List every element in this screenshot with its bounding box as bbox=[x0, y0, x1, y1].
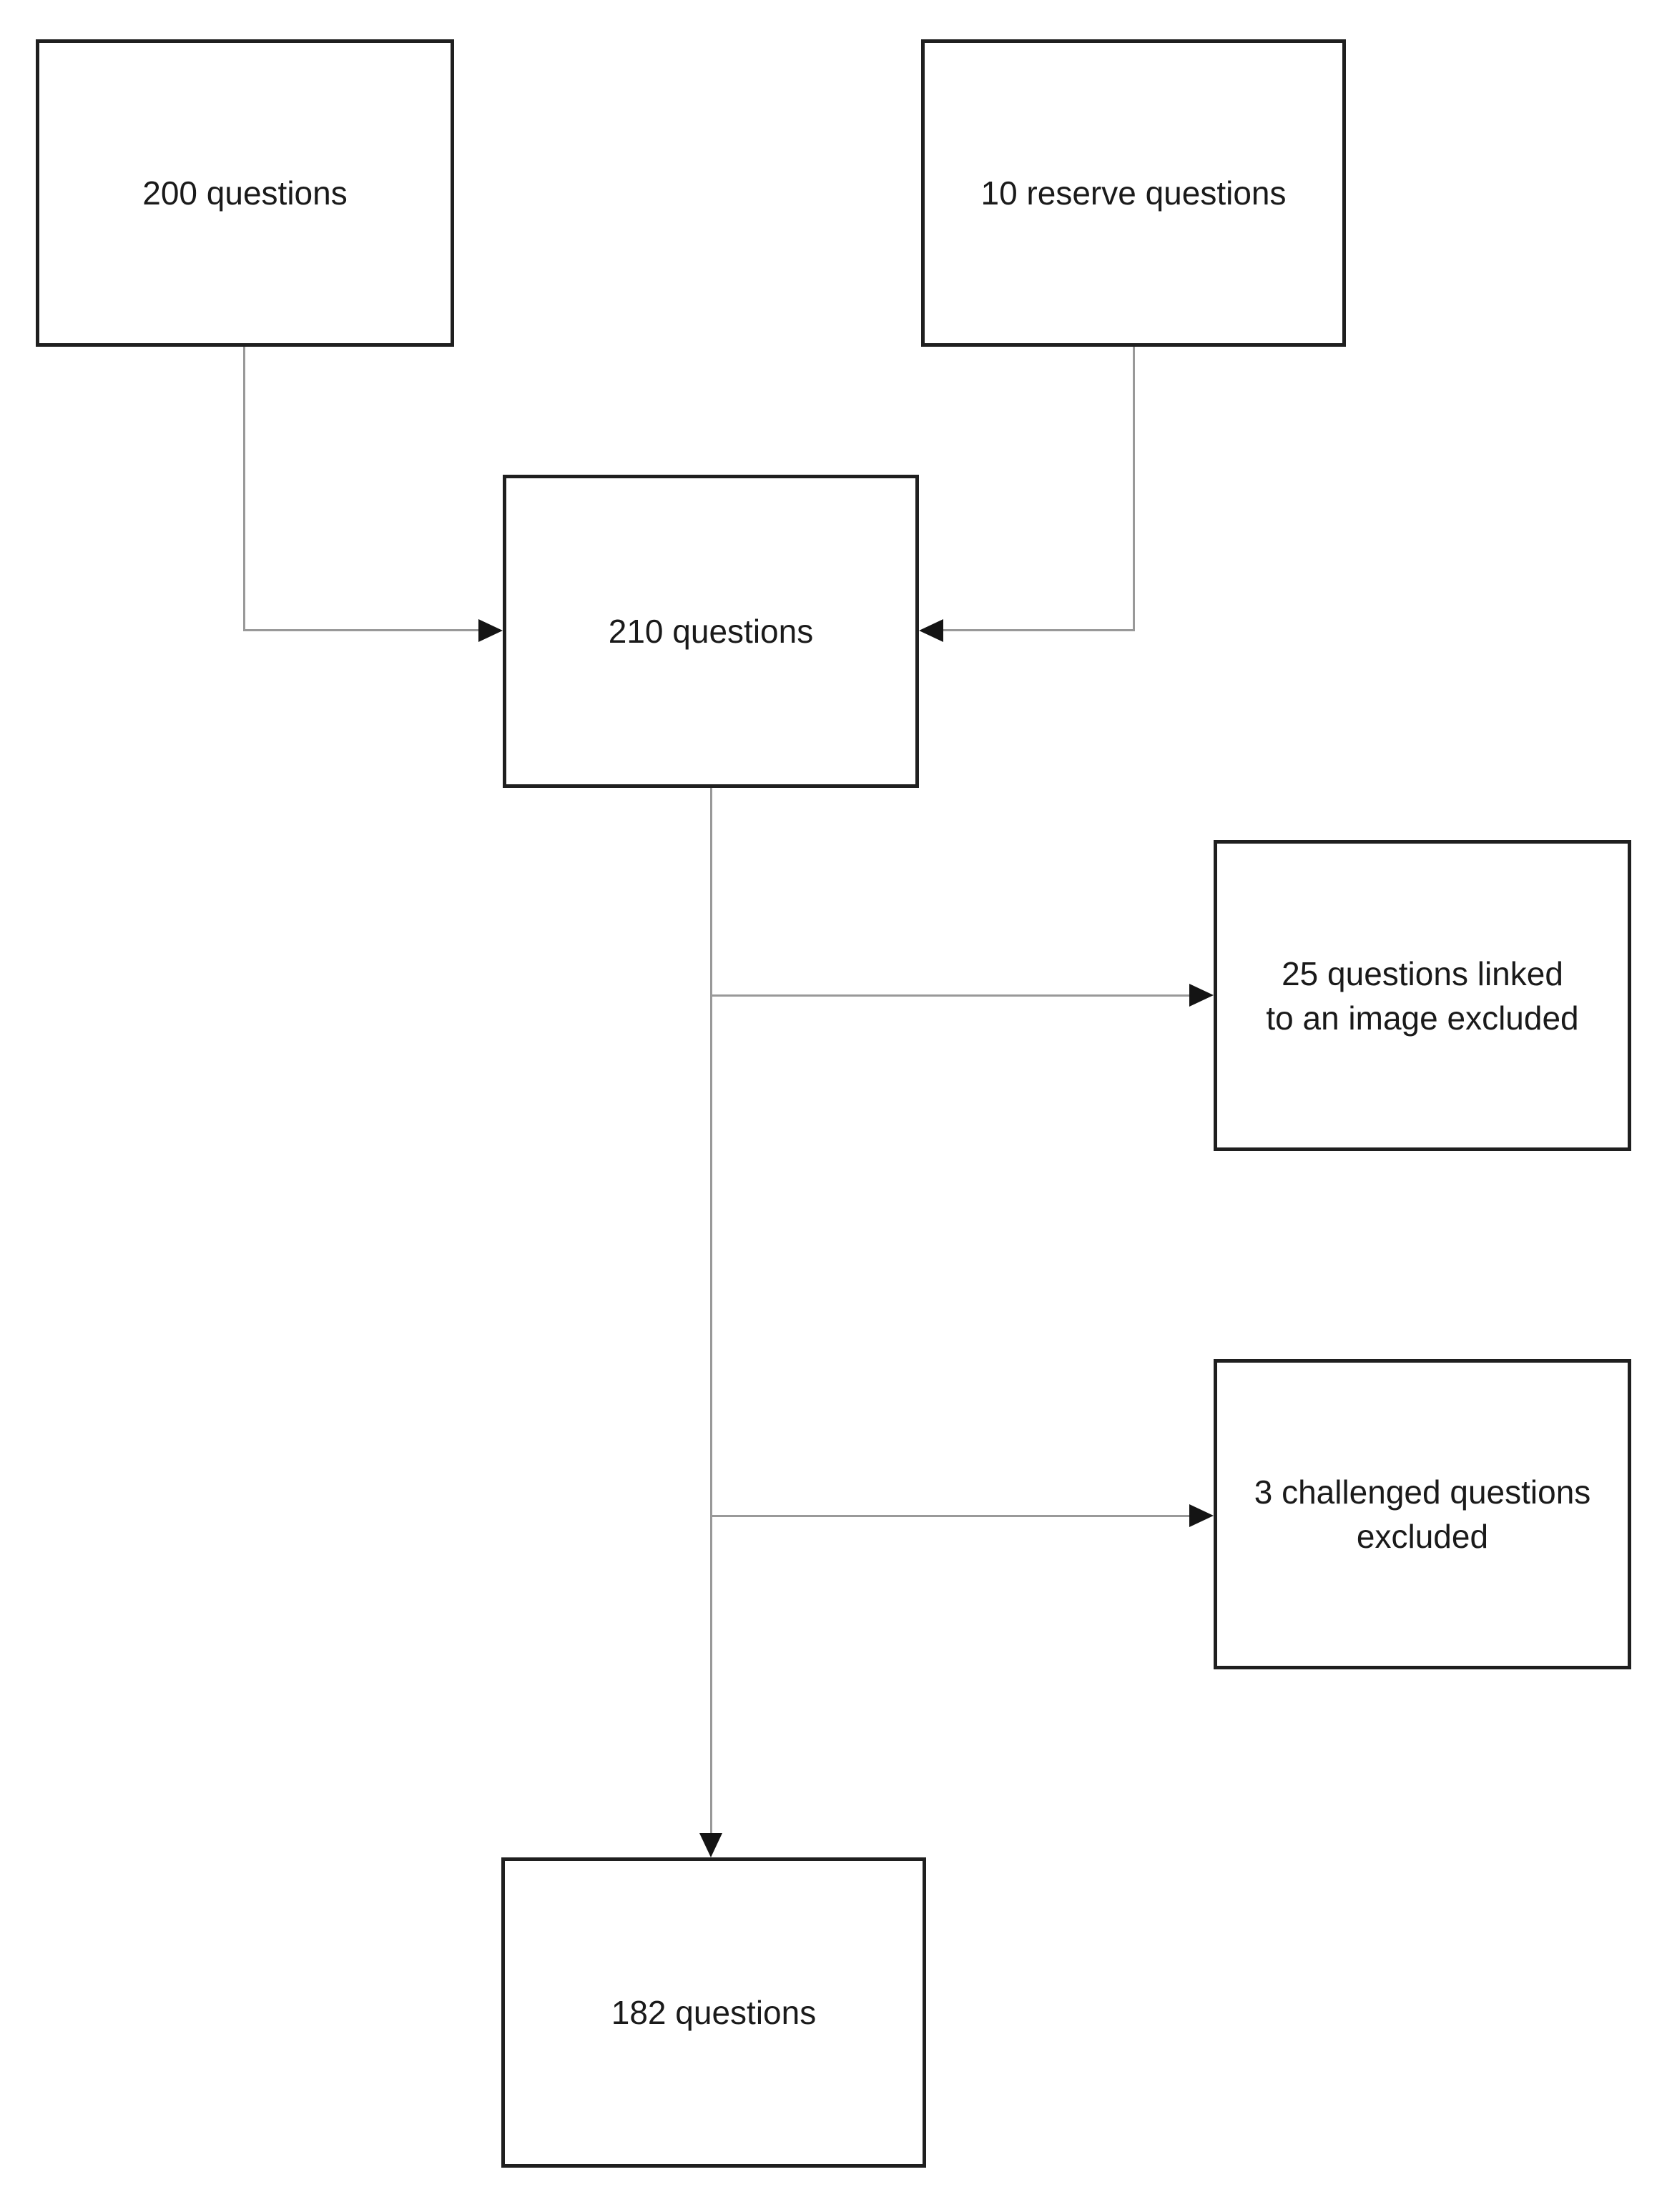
connector-210-to-182-trunk bbox=[710, 788, 712, 1835]
node-label-line: 25 questions linked bbox=[1282, 954, 1563, 992]
arrowhead-down-icon bbox=[699, 1833, 722, 1857]
node-label: 210 questions bbox=[608, 613, 814, 650]
node-label-line: to an image excluded bbox=[1266, 999, 1579, 1037]
arrowhead-right-icon bbox=[478, 619, 503, 642]
node-label: 10 reserve questions bbox=[980, 174, 1287, 212]
node-3-challenged-excluded: 3 challenged questions excluded bbox=[1214, 1359, 1631, 1669]
connector-reserve-to-210-horizontal bbox=[943, 629, 1135, 631]
node-label: 182 questions bbox=[611, 1994, 817, 2031]
arrowhead-left-icon bbox=[919, 619, 943, 642]
connector-200-to-210-vertical bbox=[243, 347, 245, 631]
connector-branch-challenged-excluded bbox=[710, 1515, 1189, 1517]
node-182-questions: 182 questions bbox=[501, 1857, 926, 2168]
node-label-line: excluded bbox=[1356, 1518, 1489, 1555]
node-25-image-excluded: 25 questions linked to an image excluded bbox=[1214, 840, 1631, 1151]
node-label: 200 questions bbox=[142, 174, 348, 212]
connector-branch-image-excluded bbox=[710, 994, 1189, 997]
connector-200-to-210-horizontal bbox=[243, 629, 481, 631]
node-label-line: 3 challenged questions bbox=[1254, 1473, 1591, 1511]
connector-reserve-to-210-vertical bbox=[1133, 347, 1135, 631]
node-210-questions: 210 questions bbox=[503, 475, 919, 788]
arrowhead-right-icon bbox=[1189, 1504, 1214, 1527]
node-200-questions: 200 questions bbox=[36, 39, 454, 347]
node-10-reserve-questions: 10 reserve questions bbox=[921, 39, 1346, 347]
arrowhead-right-icon bbox=[1189, 984, 1214, 1007]
